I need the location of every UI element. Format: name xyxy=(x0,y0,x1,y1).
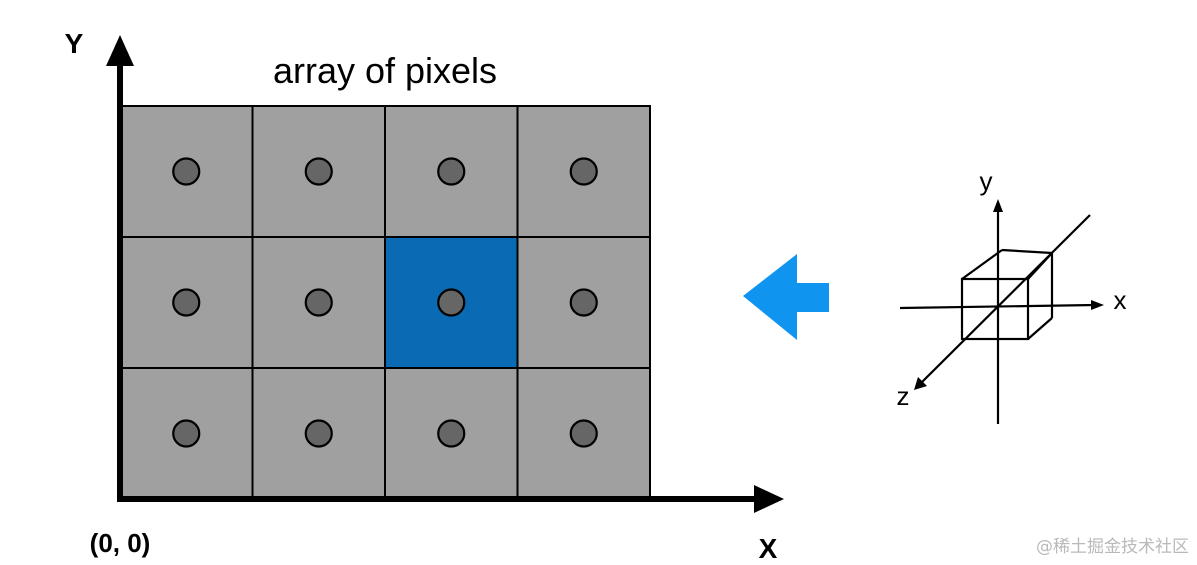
axis3d-z-line xyxy=(919,214,1091,385)
pixel-grid xyxy=(119,105,651,500)
axis3d-x-label: x xyxy=(1114,285,1127,315)
axes-3d xyxy=(899,210,1096,424)
pixel-center-dot xyxy=(304,419,333,448)
pixel-center-dot xyxy=(569,157,598,186)
cube-edge xyxy=(1027,317,1053,340)
axis3d-z-label: z xyxy=(897,381,910,411)
x-axis-arrowhead xyxy=(754,485,784,513)
grid-title: array of pixels xyxy=(273,50,497,91)
axis3d-y-arrowhead xyxy=(993,199,1003,212)
y-axis-arrowhead xyxy=(106,35,134,66)
x-axis-label: X xyxy=(759,533,778,564)
pixel-center-dot xyxy=(172,288,201,317)
pixel-center-dot xyxy=(172,157,201,186)
cube-edge xyxy=(961,249,1003,280)
pixel-center-dot xyxy=(172,419,201,448)
pixel-center-dot xyxy=(304,288,333,317)
axis3d-z-arrowhead xyxy=(914,377,927,390)
cube-front-face xyxy=(960,277,1030,341)
pixel-center-dot xyxy=(437,419,466,448)
pixel-center-dot xyxy=(569,288,598,317)
pixel-cell xyxy=(516,236,651,369)
pixel-center-dot xyxy=(437,288,466,317)
axis3d-x-arrowhead xyxy=(1091,300,1104,310)
left-arrow-icon xyxy=(743,254,829,340)
pixel-center-dot xyxy=(304,157,333,186)
axis3d-y-label: y xyxy=(980,166,993,196)
y-axis-label: Y xyxy=(65,28,84,59)
watermark: @稀土掘金技术社区 xyxy=(1036,537,1189,557)
cube-edge xyxy=(1001,248,1053,255)
pixel-center-dot xyxy=(437,157,466,186)
origin-label: (0, 0) xyxy=(90,528,151,558)
pixel-center-dot xyxy=(569,419,598,448)
cube-edge xyxy=(1027,252,1053,280)
